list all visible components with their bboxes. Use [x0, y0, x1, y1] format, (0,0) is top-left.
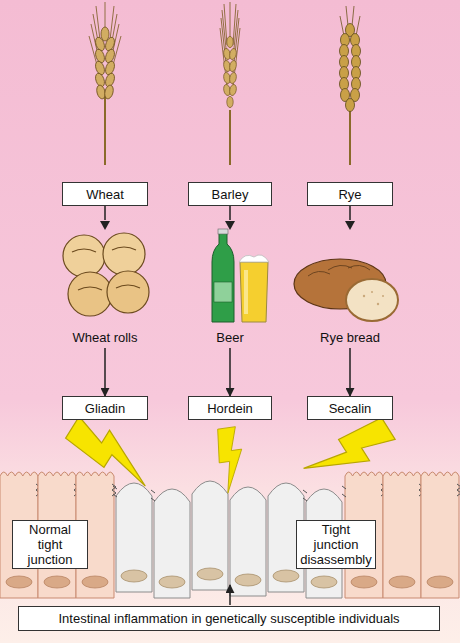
connector-layer	[105, 206, 350, 396]
node-text: Secalin	[329, 401, 372, 416]
text-box: Rye	[307, 182, 393, 206]
arrow-head	[100, 221, 355, 230]
text-box: Normal tight junction	[12, 520, 88, 569]
text-box: Barley	[188, 182, 272, 206]
node-text: Hordein	[207, 401, 253, 416]
text-box: Tight junction disassembly	[296, 520, 376, 569]
food-label: Rye bread	[295, 330, 405, 345]
node-text: Gliadin	[85, 401, 125, 416]
beer-bottle-glass	[212, 229, 269, 322]
flow-arrow	[349, 206, 351, 396]
node-text: Intestinal inflammation in genetically s…	[58, 611, 399, 626]
text-box: Intestinal inflammation in genetically s…	[18, 606, 440, 631]
node-text: Normal tight junction	[16, 522, 84, 567]
text-box: Hordein	[188, 396, 272, 420]
food-label: Wheat rolls	[50, 330, 160, 345]
rye-bread	[294, 259, 398, 321]
epithelial-cells	[0, 472, 460, 598]
barley-ear	[220, 2, 240, 165]
text-box: Gliadin	[62, 396, 148, 420]
node-text: Rye	[338, 187, 361, 202]
food-label: Beer	[175, 330, 285, 345]
wheat-rolls	[63, 233, 149, 316]
node-text: Barley	[212, 187, 249, 202]
wheat-ear	[89, 2, 121, 165]
up-arrow	[229, 585, 231, 605]
text-box: Secalin	[307, 396, 393, 420]
broken-junction	[113, 486, 346, 501]
flow-arrow	[229, 206, 231, 396]
text-box: Wheat	[62, 182, 148, 206]
rye-ear	[340, 6, 361, 165]
node-text: Tight junction disassembly	[300, 522, 372, 567]
flow-arrow	[104, 206, 106, 396]
node-text: Wheat	[86, 187, 124, 202]
